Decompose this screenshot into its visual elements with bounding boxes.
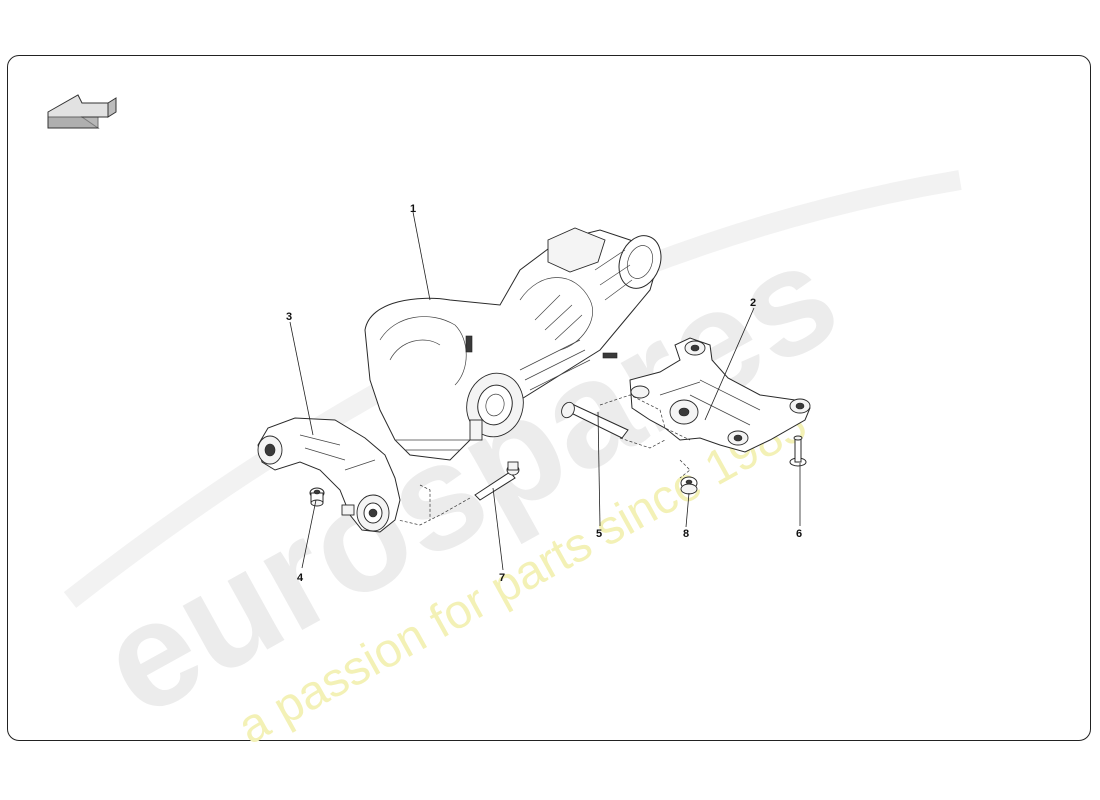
- leader-lines: [289, 211, 801, 571]
- nut-8[interactable]: [680, 476, 698, 495]
- back-arrow-icon[interactable]: [47, 94, 117, 129]
- support-bracket-left[interactable]: [257, 417, 401, 533]
- callout-7: 7: [499, 572, 505, 584]
- callout-5: 5: [596, 528, 602, 540]
- diagram-frame: [7, 55, 1091, 741]
- callouts: 1 2 3 4 5 6 7 8: [286, 203, 802, 584]
- bolt-7[interactable]: [474, 461, 520, 501]
- bolt-6[interactable]: [789, 435, 807, 467]
- callout-3: 3: [286, 311, 292, 323]
- callout-4: 4: [297, 572, 304, 584]
- bolt-5[interactable]: [559, 400, 629, 439]
- assembly-lines: [397, 394, 691, 526]
- callout-2: 2: [750, 297, 756, 309]
- callout-1: 1: [410, 203, 416, 215]
- support-bracket-right[interactable]: [629, 337, 811, 453]
- callout-8: 8: [683, 528, 689, 540]
- differential-housing[interactable]: [364, 227, 668, 461]
- callout-6: 6: [796, 528, 802, 540]
- nut-4[interactable]: [309, 487, 325, 507]
